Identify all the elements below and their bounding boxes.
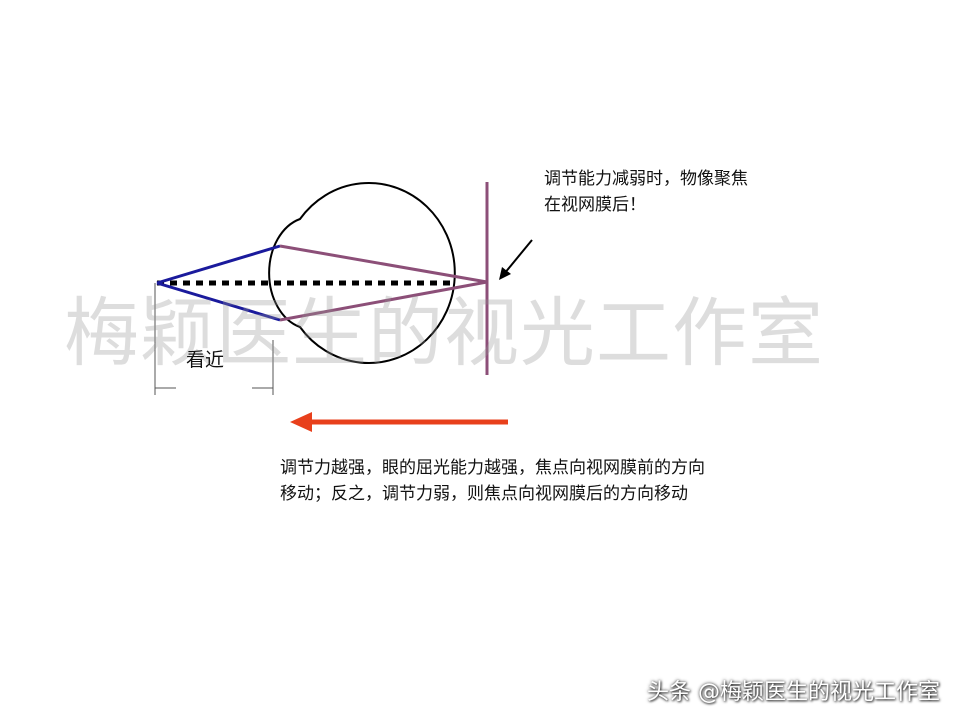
focus-behind-retina-annotation: 调节能力减弱时，物像聚焦 在视网膜后！	[544, 166, 748, 218]
accommodation-explanation: 调节力越强，眼的屈光能力越强，焦点向视网膜前的方向 移动；反之，调节力弱，则焦点…	[280, 455, 705, 507]
pointer-arrow	[499, 239, 533, 280]
near-distance-bracket	[154, 283, 274, 395]
annotation-line-2: 在视网膜后！	[544, 195, 646, 215]
source-credit: 头条 @梅颖医生的视光工作室	[647, 680, 940, 705]
eyeball-outline	[268, 182, 456, 364]
refracted-ray-upper	[279, 244, 488, 284]
annotation-line-1: 调节能力减弱时，物像聚焦	[544, 169, 748, 189]
incoming-ray-lower	[156, 281, 281, 322]
incoming-ray-upper	[156, 244, 281, 285]
explanation-line-1: 调节力越强，眼的屈光能力越强，焦点向视网膜前的方向	[280, 458, 705, 478]
watermark-text: 梅颖医生的视光工作室	[64, 289, 825, 377]
near-viewing-label: 看近	[186, 349, 225, 371]
refracted-ray-lower	[279, 280, 488, 322]
direction-arrow-red	[290, 412, 508, 432]
explanation-line-2: 移动；反之，调节力弱，则焦点向视网膜后的方向移动	[280, 484, 688, 504]
